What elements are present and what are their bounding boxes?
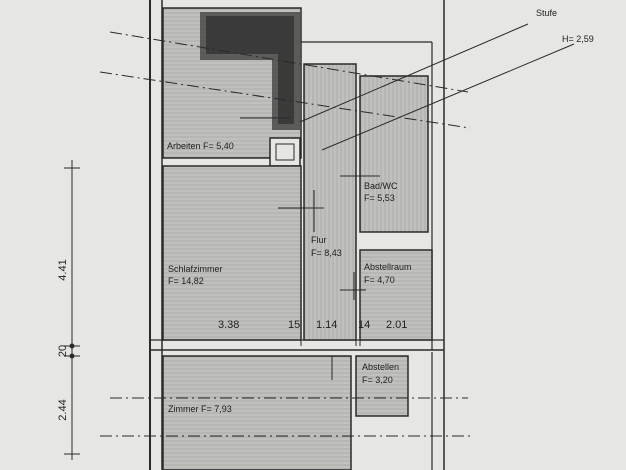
room-zimmer-label: Zimmer F= 7,93 [168,404,232,414]
dimension-width-4: 14 [358,319,370,331]
room-arbeiten-label: Arbeiten F= 5,40 [167,141,234,151]
dimension-height-2: 20 [57,345,69,357]
room-flur-shape [303,63,357,341]
room-arbeiten-shape [162,7,302,167]
room-zimmer-shape [162,355,352,470]
room-schlafzimmer-name: Schlafzimmer [168,264,223,274]
room-abstellraum-name: Abstellraum [364,262,412,272]
room-flur-name: Flur [311,235,327,245]
ceiling-height-annotation: H= 2,59 [562,34,594,44]
section-lines [99,23,575,437]
room-bad-wc-name: Bad/WC [364,181,398,191]
room-abstellen-shape [355,355,409,417]
room-flur-area: F= 8,43 [311,248,342,258]
dimension-width-3: 1.14 [316,319,337,331]
room-abstellraum-area: F= 4,70 [364,275,395,285]
area-centre-marks [240,117,380,380]
room-schlafzimmer-shape [162,165,302,341]
vertical-dimension-line [64,160,80,460]
dimension-height-3: 2.44 [57,399,69,420]
room-abstellen-area: F= 3,20 [362,375,393,385]
dimension-width-5: 2.01 [386,319,407,331]
room-abstellen-name: Abstellen [362,362,399,372]
dimension-width-1: 3.38 [218,319,239,331]
room-schlafzimmer-area: F= 14,82 [168,276,204,286]
horizontal-dimension-line [163,334,432,346]
dimension-width-2: 15 [288,319,300,331]
room-bad-wc-area: F= 5,53 [364,193,395,203]
room-bad-wc-shape [359,75,429,233]
room-abstellraum-shape [359,249,433,341]
step-annotation: Stufe [536,8,557,18]
dimension-height-1: 4.41 [57,259,69,280]
